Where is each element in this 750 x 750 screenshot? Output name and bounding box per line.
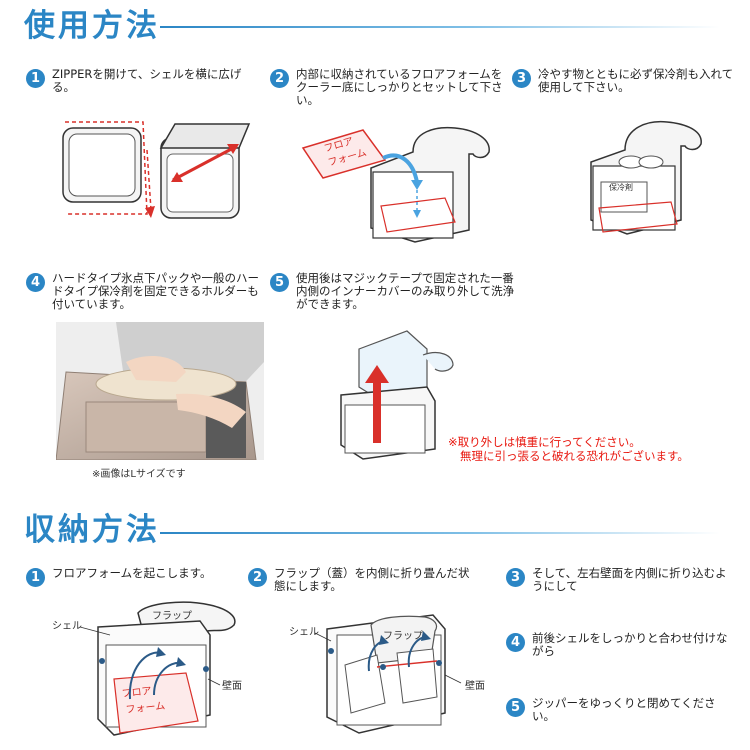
warning-line-2: 無理に引っ張ると破れる恐れがございます。 [460,449,689,463]
usage-step-2: 2 内部に収納されているフロアフォームをクーラー底にしっかりとセットして下さい。 [270,68,508,107]
fold-flap-illustration: フラップ シェル 壁面 [289,614,485,734]
step-number-badge: 2 [248,568,267,587]
step-number-badge: 4 [506,633,525,652]
usage-step-4: 4 ハードタイプ氷点下パックや一般のハードタイプ保冷剤を固定できるホルダーも付い… [26,272,260,311]
step-text: 使用後はマジックテープで固定された一番内側のインナーカバーのみ取り外して洗浄がで… [296,271,515,311]
flap-label: フラップ [383,630,423,642]
step-text: ハードタイプ氷点下パックや一般のハードタイプ保冷剤を固定できるホルダーも付いてい… [52,271,259,311]
step-number-badge: 4 [26,273,45,292]
step-text: 内部に収納されているフロアフォームをクーラー底にしっかりとセットして下さい。 [296,67,503,107]
step-number-badge: 3 [506,568,525,587]
cooling-pack-label: 保冷剤 [609,182,633,192]
raise-floor-form-illustration: フラップ フロア フォーム シェル 壁面 [52,601,242,736]
usage-step-5: 5 使用後はマジックテープで固定された一番内側のインナーカバーのみ取り外して洗浄… [270,272,520,311]
step-number-badge: 2 [270,69,289,88]
storage-section-title: 収納方法 [24,512,160,548]
wall-label: 壁面 [222,679,242,692]
storage-step-2: 2 フラップ（蓋）を内側に折り畳んだ状態にします。 [248,567,480,593]
storage-step-1: 1 フロアフォームを起こします。 [26,567,256,587]
step-number-badge: 1 [26,69,45,88]
storage-step-3: 3 そして、左右壁面を内側に折り込むようにして [506,567,736,593]
storage-step-4: 4 前後シェルをしっかりと合わせ付けながら [506,632,736,658]
flap-label: フラップ [152,610,192,622]
step-text: フロアフォームを起こします。 [52,566,212,580]
storage-title-divider [160,532,720,534]
step-text: 冷やす物とともに必ず保冷剤も入れて使用して下さい。 [538,67,734,94]
floor-form-label-2: フォーム [125,700,166,716]
usage-section-title: 使用方法 [24,8,160,44]
step-text: そして、左右壁面を内側に折り込むようにして [532,566,727,593]
usage-step-3: 3 冷やす物とともに必ず保冷剤も入れて使用して下さい。 [512,68,738,94]
inner-cover-illustration [340,330,454,460]
step-number-badge: 5 [270,273,289,292]
warning-line-1: ※取り外しは慎重に行ってください。 [448,435,641,449]
shell-label: シェル [289,627,319,638]
step-text: フラップ（蓋）を内側に折り畳んだ状態にします。 [274,566,470,593]
photo-caption: ※画像はLサイズです [92,469,186,480]
holder-photo [56,322,264,460]
shell-open-illustration [62,121,251,219]
step-text: 前後シェルをしっかりと合わせ付けながら [532,631,728,658]
usage-title-divider [160,26,720,28]
step-number-badge: 5 [506,698,525,717]
wall-label: 壁面 [465,679,485,692]
step-number-badge: 3 [512,69,531,88]
shell-label: シェル [52,621,82,632]
usage-step-1: 1 ZIPPERを開けて、シェルを横に広げる。 [26,68,256,94]
step-text: ZIPPERを開けて、シェルを横に広げる。 [52,67,242,94]
warning-text: ※取り外しは慎重に行ってください。 無理に引っ張ると破れる恐れがございます。 [448,435,748,463]
step-number-badge: 1 [26,568,45,587]
storage-step-5: 5 ジッパーをゆっくりと閉めてください。 [506,697,736,723]
floor-form-illustration: フロア フォーム [301,126,490,243]
cooling-pack-illustration: 保冷剤 [590,120,702,235]
step-text: ジッパーをゆっくりと閉めてください。 [532,696,716,723]
